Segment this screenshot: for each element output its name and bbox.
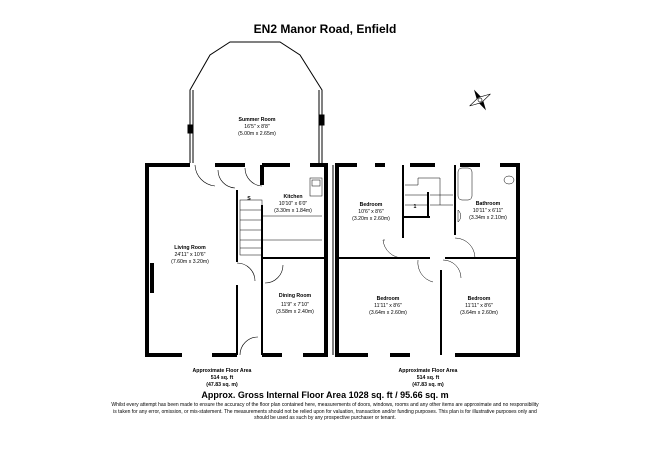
ground-floor [145, 41, 334, 357]
bathroom-metric: (3.34m x 2.10m) [469, 215, 507, 221]
floor-area-sqft: 514 sq. ft [210, 375, 234, 381]
floor-area-sqm: (47.83 sq. m) [412, 382, 444, 388]
kitchen-name: Kitchen [283, 194, 302, 200]
kitchen-sink-icon [309, 177, 323, 197]
first-floor [335, 163, 520, 357]
floor-area-label: Approximate Floor Area [398, 368, 458, 374]
gross-floor-area: Approx. Gross Internal Floor Area 1028 s… [201, 390, 449, 400]
bedroom-2-name: Bedroom [377, 296, 400, 302]
bedroom-2-metric: (3.64m x 2.60m) [369, 310, 407, 316]
plan-title: EN2 Manor Road, Enfield [253, 22, 397, 36]
living-room-metric: (7.60m x 3.20m) [171, 259, 209, 265]
stair-label-ground: S [247, 196, 251, 202]
floor-area-sqm: (47.83 sq. m) [206, 382, 238, 388]
toilet-icon [503, 175, 515, 185]
bedroom-2-imperial: 11'11" x 8'6" [374, 303, 402, 309]
stair-label-first: 1 [414, 204, 417, 210]
room-labels: Summer Room 16'5" x 8'8" (5.00m x 2.65m)… [171, 117, 507, 316]
kitchen-imperial: 10'10" x 6'0" [279, 201, 308, 207]
summer-room-name: Summer Room [239, 117, 276, 123]
bathroom-name: Bathroom [476, 201, 501, 207]
living-room-name: Living Room [174, 245, 206, 251]
summer-room-imperial: 16'5" x 8'8" [244, 124, 270, 130]
bedroom-3-imperial: 11'11" x 8'6" [465, 303, 493, 309]
living-room-imperial: 24'11" x 10'6" [175, 252, 206, 258]
doors [194, 164, 284, 356]
bedroom-3-metric: (3.64m x 2.60m) [460, 310, 498, 316]
floor-area-sqft: 514 sq. ft [416, 375, 440, 381]
bedroom-1-metric: (3.20m x 2.60m) [352, 216, 390, 222]
stairs [239, 199, 322, 256]
dining-room-metric: (3.58m x 2.40m) [276, 309, 314, 315]
bedroom-1-name: Bedroom [360, 202, 383, 208]
bath-icon [457, 167, 473, 201]
first-floor-area: Approximate Floor Area 514 sq. ft (47.83… [368, 368, 488, 389]
bedroom-1-imperial: 10'6" x 8'6" [358, 209, 384, 215]
basin-icon [457, 209, 461, 223]
bedroom-3-name: Bedroom [468, 296, 491, 302]
kitchen-metric: (3.30m x 1.84m) [274, 208, 312, 214]
dining-room-name: Dining Room [279, 293, 312, 299]
dining-room-imperial: 11'9" x 7'10" [281, 302, 309, 308]
bathroom-imperial: 10'11" x 6'11" [473, 208, 504, 214]
floor-area-label: Approximate Floor Area [192, 368, 252, 374]
summer-room-metric: (5.00m x 2.65m) [238, 131, 276, 137]
compass-icon [469, 89, 491, 111]
summer-room-walls [187, 41, 325, 163]
ground-walls [145, 163, 334, 357]
ground-floor-area: Approximate Floor Area 514 sq. ft (47.83… [162, 368, 282, 389]
disclaimer: Whilst every attempt has been made to en… [111, 402, 539, 422]
